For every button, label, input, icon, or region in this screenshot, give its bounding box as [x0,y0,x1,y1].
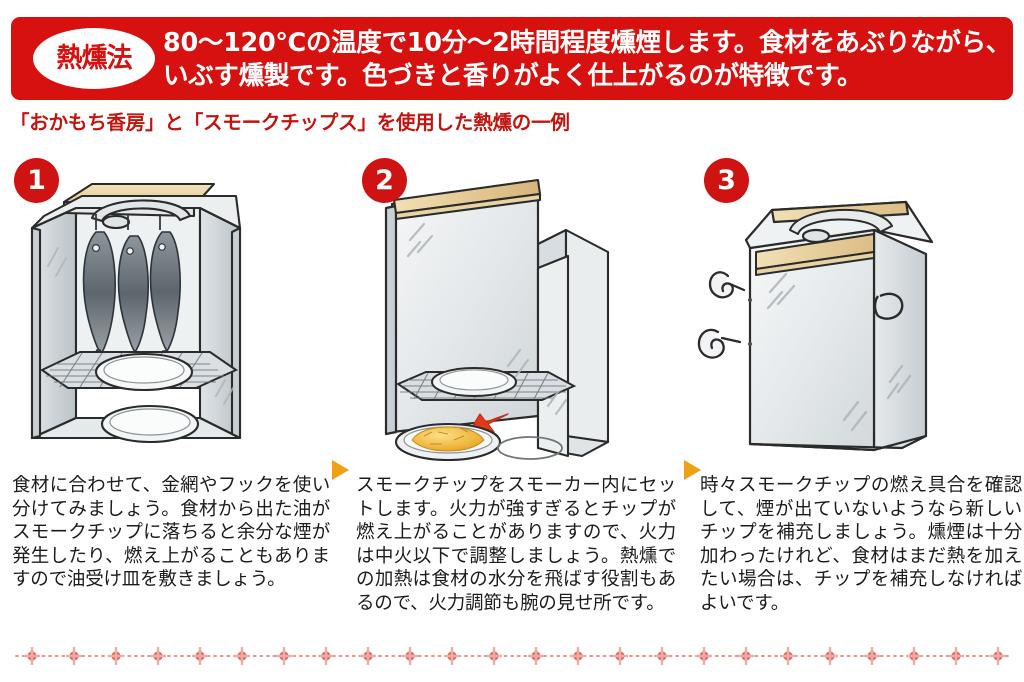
header-text-block: 80〜120℃の温度で10分〜2時間程度燻煙します。食材をあぶりながら、 いぶす… [163,27,1011,93]
header-line-1: 80〜120℃の温度で10分〜2時間程度燻煙します。食材をあぶりながら、 [163,28,1011,58]
step-caption-1: 食材に合わせて、金網やフックを使い分けてみましょう。食材から出た油がスモークチッ… [12,475,330,590]
flow-arrow-2 [681,458,703,482]
bottom-decorative-divider [12,646,1012,666]
subtitle: 「おかもち香房」と「スモークチップス」を使用した熱燻の一例 [10,111,570,134]
steps-row: 1 [0,152,1024,622]
illustration-smoker-closed-with-hooks [694,156,1024,466]
header-line-2: いぶす燻製です。色づきと香りがよく仕上がるのが特徴です。 [163,61,863,91]
method-badge: 熱燻法 [33,28,155,89]
step-number-badge-2: 2 [362,158,407,203]
illustration-smoker-open-door-with-chips [352,156,682,466]
step-caption-2: スモークチップをスモーカー内にセットします。火力が強すぎるとチップが燃え上がるこ… [356,475,676,614]
flow-arrow-1 [329,458,351,482]
illustration-smoker-with-hanging-fish [4,156,334,466]
step-panel-2: 2 [352,152,682,622]
header-banner: 熱燻法 80〜120℃の温度で10分〜2時間程度燻煙します。食材をあぶりながら、… [11,17,1013,100]
step-panel-3: 3 [694,152,1024,622]
method-badge-label: 熱燻法 [56,43,133,74]
step-panel-1: 1 [4,152,334,622]
step-number-badge-3: 3 [704,158,749,203]
step-caption-3: 時々スモークチップの燃え具合を確認して、煙が出ていないようなら新しいチップを補充… [700,475,1022,614]
step-number-badge-1: 1 [14,158,59,203]
